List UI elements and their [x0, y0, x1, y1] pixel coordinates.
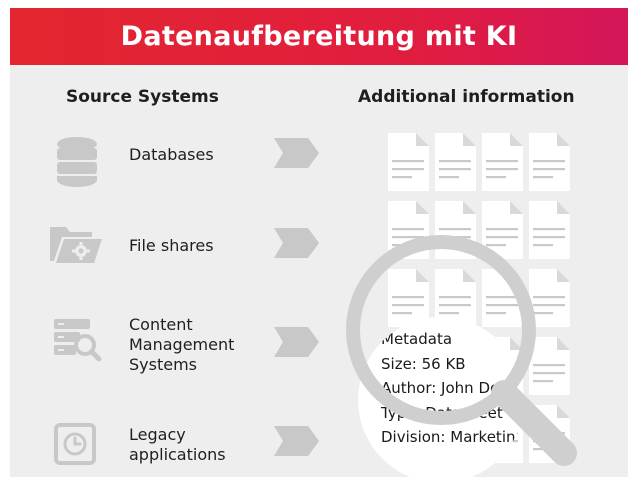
legacy-clock-icon: [54, 423, 96, 465]
content-panel: Source Systems Additional information: [10, 65, 628, 477]
document-icon: [388, 269, 429, 327]
source-label-databases: Databases: [129, 145, 214, 165]
server-search-icon: [54, 319, 102, 362]
folder-gear-icon: [50, 227, 102, 263]
chevron-arrow-icon: [274, 138, 319, 168]
source-label-cms: Content Management Systems: [129, 315, 234, 375]
metadata-line: Metadata: [381, 330, 453, 348]
chevron-arrow-icon: [274, 426, 319, 456]
metadata-line: Author: John Doe: [381, 379, 509, 397]
source-label-line: Systems: [129, 355, 197, 374]
document-icon: [435, 269, 476, 327]
source-label-line: Management: [129, 335, 235, 354]
source-label-file-shares: File shares: [129, 236, 214, 256]
source-label-line: File shares: [129, 236, 214, 255]
document-icon: [529, 337, 570, 395]
source-label-line: Databases: [129, 145, 214, 164]
document-icon: [435, 133, 476, 191]
source-label-line: Content: [129, 315, 193, 334]
source-label-line: applications: [129, 445, 226, 464]
metadata-text: Metadata Size: 56 KB Author: John Doe Ty…: [381, 327, 524, 450]
magnifier-handle: [491, 380, 577, 466]
magnifier-ring: [346, 235, 536, 425]
source-label-legacy: Legacy applications: [129, 425, 226, 465]
document-icon: [529, 201, 570, 259]
magnifier-icon: [346, 235, 577, 466]
document-icon: [529, 269, 570, 327]
source-systems-heading: Source Systems: [66, 87, 219, 107]
document-icon: [388, 133, 429, 191]
document-icon: [482, 201, 523, 259]
document-icon: [529, 133, 570, 191]
chevron-arrow-icon: [274, 228, 319, 258]
additional-information-heading: Additional information: [358, 87, 575, 107]
title-banner: Datenaufbereitung mit KI: [10, 8, 628, 65]
metadata-line: Size: 56 KB: [381, 354, 466, 373]
document-icon: [482, 133, 523, 191]
page-title: Datenaufbereitung mit KI: [120, 21, 518, 52]
database-icon: [57, 137, 97, 187]
metadata-line: Division: Marketing: [381, 428, 524, 446]
chevron-arrow-icon: [274, 327, 319, 357]
source-label-line: Legacy: [129, 425, 186, 444]
